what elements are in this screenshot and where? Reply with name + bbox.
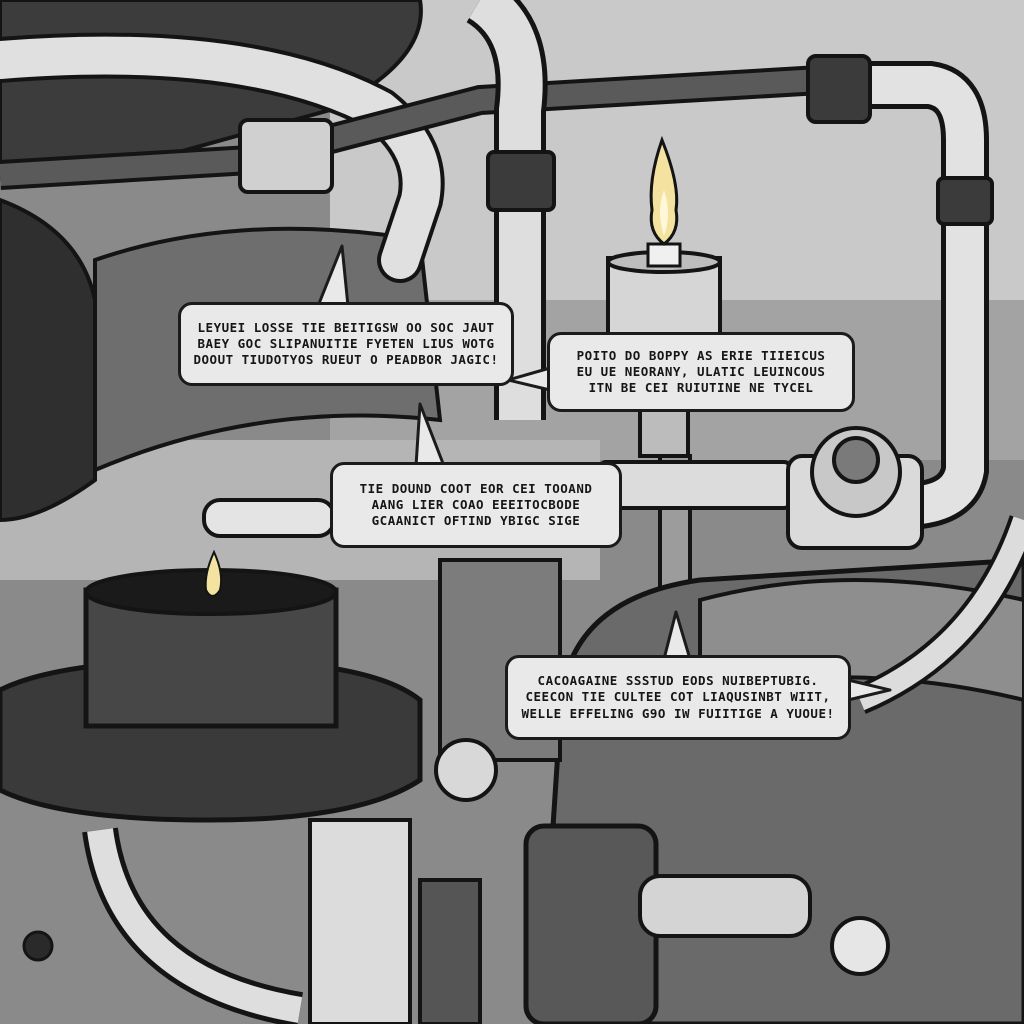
flame-icon — [204, 549, 223, 597]
lower-column — [308, 818, 412, 1024]
bubble-2-line-2: EU UE NEORANY, ULATIC LEUINCOUS — [576, 363, 826, 379]
vertical-pipe — [468, 0, 543, 420]
torch-nozzle — [638, 874, 812, 938]
nozzle-tip — [830, 916, 890, 976]
speech-bubble-3: TIE DOUND COOT EOR CEI TOOAND AANG LIER … — [330, 462, 622, 548]
speech-bubble-2: POITO DO BOPPY AS ERIE TIIEICUS EU UE NE… — [547, 332, 855, 412]
speech-bubble-1: LEYUEI LOSSE TIE BEITIGSW OO SOC JAUT BA… — [178, 302, 514, 386]
hose-right — [855, 516, 1024, 711]
bubble-4-line-2: CEECON TIE CULTEE COT LIAQUSINBT WIIT, — [525, 689, 831, 705]
flame-icon — [649, 135, 679, 246]
horizontal-pipe — [0, 69, 821, 186]
bubble-1-line-3: DOOUT TIUDOTYOS RUEUT O PEADBOR JAGIC! — [193, 352, 499, 368]
torch-handle — [523, 823, 659, 1024]
valve-knob — [832, 436, 880, 484]
valve-bar — [598, 460, 792, 510]
bubble-3-line-2: AANG LIER COAO EEEITOCBODE — [371, 496, 581, 512]
pipe-joint-left — [238, 118, 334, 194]
bubble-4-line-3: WELLE EFFELING G9O IW FUIITIGE A YUOUE! — [521, 705, 835, 721]
right-pipe — [820, 66, 984, 524]
big-curved-pipe — [0, 36, 441, 279]
lower-post — [418, 878, 482, 1024]
pipe-coupling-right-lower — [936, 176, 994, 226]
pipe-coupling-right — [806, 54, 872, 124]
small-gauge — [434, 738, 498, 802]
lower-hose — [87, 828, 303, 1023]
side-pipe-stub — [202, 498, 336, 538]
bubble-1-line-2: BAEY GOC SLIPANUITIE FYETEN LIUS WOTG — [197, 335, 495, 351]
rivet — [22, 930, 54, 962]
bubble-3-line-1: TIE DOUND COOT EOR CEI TOOAND — [359, 480, 593, 496]
bubble-2-line-1: POITO DO BOPPY AS ERIE TIIEICUS — [576, 347, 826, 363]
wick — [646, 242, 682, 268]
bubble-1-line-1: LEYUEI LOSSE TIE BEITIGSW OO SOC JAUT — [197, 319, 495, 335]
speech-bubble-4: CACOAGAINE SSSTUD EODS NUIBEPTUBIG. CEEC… — [505, 655, 851, 740]
bubble-2-line-3: ITN BE CEI RUIUTINE NE TYCEL — [588, 380, 814, 396]
bubble-4-line-1: CACOAGAINE SSSTUD EODS NUIBEPTUBIG. — [537, 673, 819, 689]
bubble-3-line-3: GCAANICT OFTIND YBIGC SIGE — [371, 513, 581, 529]
pipe-coupling — [486, 150, 556, 212]
